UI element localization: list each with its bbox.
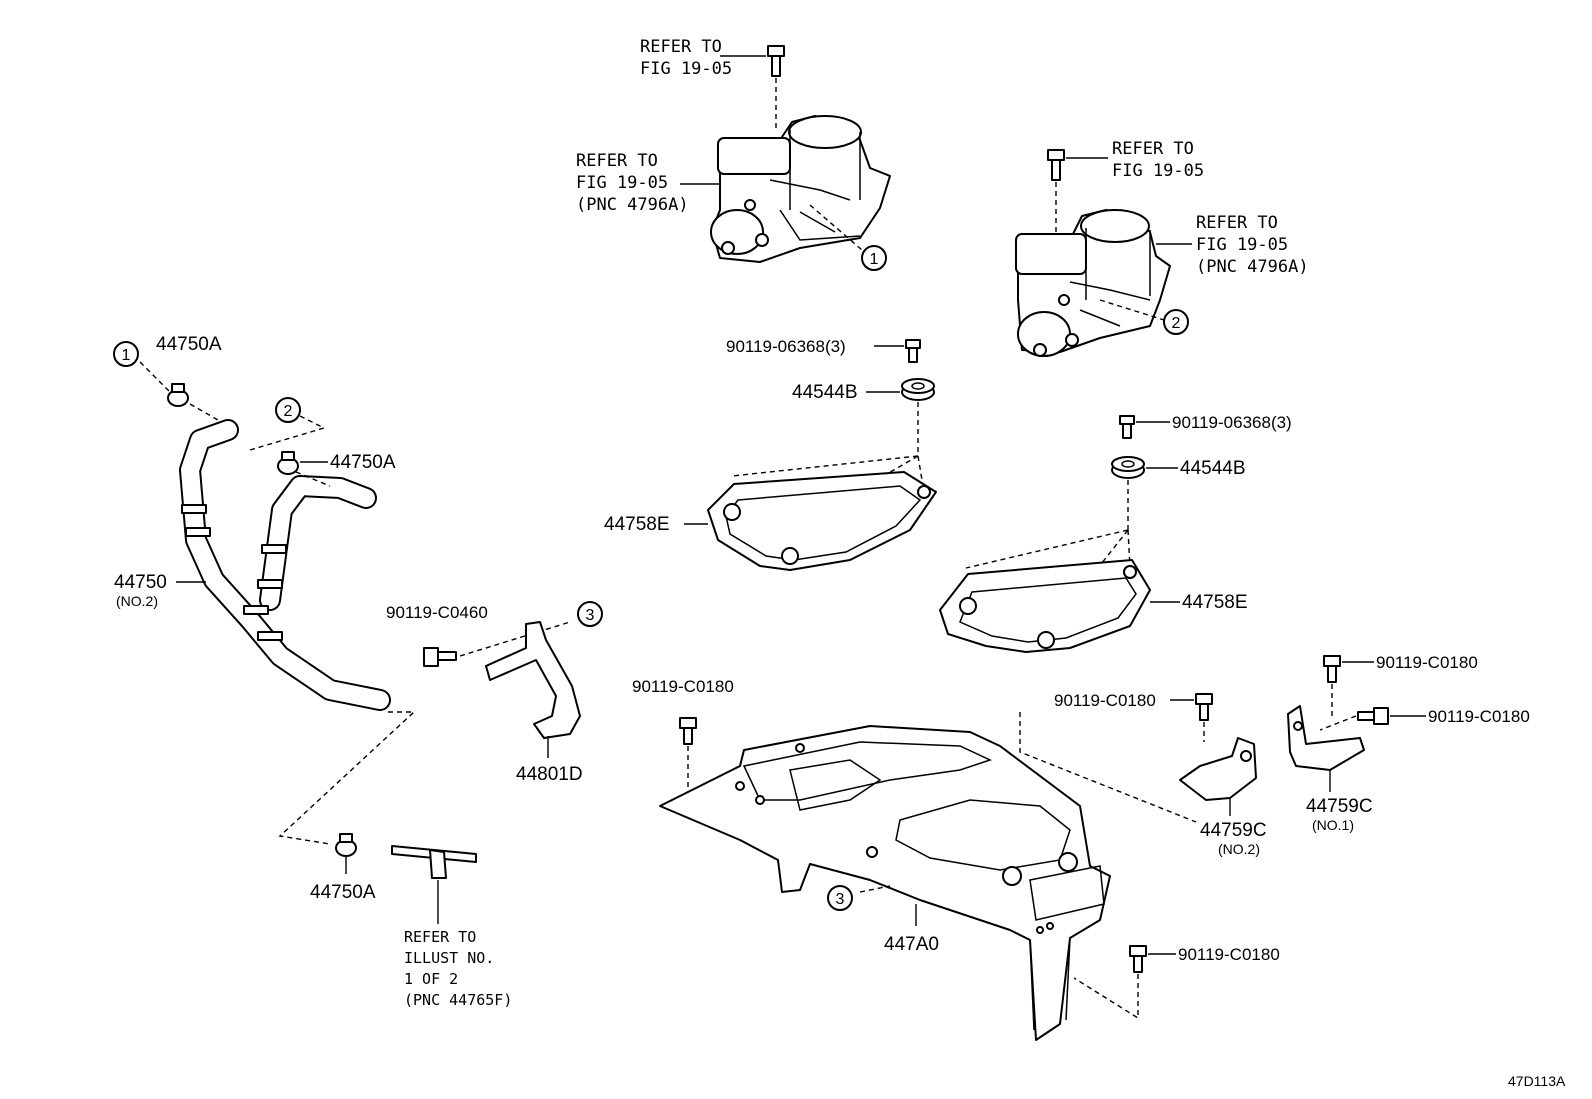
cushion-44544b-left (901, 378, 935, 401)
plate-44758e-left (707, 471, 937, 571)
refer-illust-line1: REFER TO (404, 928, 476, 946)
bolt-top-actuator1 (767, 45, 785, 77)
bolt-right-actuator2 (1047, 149, 1065, 181)
label-bolt-c0180-bottom: 90119-C0180 (1178, 945, 1280, 964)
label-cushion-right: 44544B (1180, 458, 1246, 479)
callout-1-top: 1 (861, 245, 887, 271)
label-bolt-c0180-right-side: 90119-C0180 (1428, 707, 1530, 726)
callout-1-left: 1 (113, 341, 139, 367)
refer-act1-line2: FIG 19-05 (576, 173, 668, 193)
figure-id: 47D113A (1508, 1073, 1566, 1089)
label-bracket-44801d: 44801D (516, 764, 583, 785)
svg-text:3: 3 (586, 607, 595, 624)
callout-3-main: 3 (827, 885, 853, 911)
refer-act1-line3: (PNC 4796A) (576, 195, 689, 215)
svg-text:FIG 19-05: FIG 19-05 (576, 173, 668, 193)
label-plate-left: 44758E (604, 514, 670, 535)
label-bracket-no1-note: (NO.1) (1312, 817, 1354, 833)
label-cushion-left: 44544B (792, 382, 858, 403)
label-bolt-c0460: 90119-C0460 (386, 603, 488, 622)
svg-text:(PNC 44765F): (PNC 44765F) (404, 991, 512, 1009)
bracket-44801d (485, 621, 581, 739)
bracket-44759c-no2 (1179, 737, 1257, 801)
bolt-c0180-right-top (1323, 655, 1341, 683)
svg-text:3: 3 (836, 891, 845, 908)
svg-text:ILLUST NO.: ILLUST NO. (404, 949, 494, 967)
bracket-44759c-no1 (1287, 705, 1365, 771)
svg-text:1: 1 (122, 347, 131, 364)
refer-top-line1: REFER TO (640, 37, 722, 57)
refer-illust-line2: ILLUST NO. (404, 949, 494, 967)
clamp-44750a-mid (277, 451, 299, 475)
label-clamp-top: 44750A (156, 334, 222, 355)
label-hose-note: (NO.2) (116, 593, 158, 609)
bolt-06368-left (905, 339, 921, 363)
svg-text:REFER TO: REFER TO (640, 37, 722, 57)
bolt-c0180-left (679, 717, 697, 745)
svg-text:REFER TO: REFER TO (404, 928, 476, 946)
bolt-c0180-right-side (1357, 707, 1389, 725)
brake-actuator-top (710, 115, 891, 263)
callout-2-right: 2 (1163, 309, 1189, 335)
refer-act2-line2: FIG 19-05 (1196, 235, 1288, 255)
label-bolt-c0180-right-top: 90119-C0180 (1376, 653, 1478, 672)
bolt-c0180-bottom (1129, 945, 1147, 973)
brake-actuator-right (1015, 209, 1171, 357)
svg-text:REFER TO: REFER TO (1196, 213, 1278, 233)
svg-text:(PNC 4796A): (PNC 4796A) (576, 195, 689, 215)
refer-bolt2-line2: FIG 19-05 (1112, 161, 1204, 181)
svg-text:REFER TO: REFER TO (576, 151, 658, 171)
pipe-refer-illust (391, 845, 477, 879)
callout-2-left: 2 (275, 397, 301, 423)
svg-text:1: 1 (870, 251, 879, 268)
hose-44750 (179, 419, 391, 711)
bolt-c0180-mid (1195, 693, 1213, 721)
plate-44758e-right (939, 559, 1151, 653)
svg-text:FIG 19-05: FIG 19-05 (640, 59, 732, 79)
refer-illust-line4: (PNC 44765F) (404, 991, 512, 1009)
svg-text:(PNC 4796A): (PNC 4796A) (1196, 257, 1309, 277)
bolt-06368-right (1119, 415, 1135, 439)
svg-text:REFER TO: REFER TO (1112, 139, 1194, 159)
label-hose: 44750 (114, 572, 167, 593)
callout-3-bracket: 3 (577, 601, 603, 627)
svg-text:FIG 19-05: FIG 19-05 (1196, 235, 1288, 255)
main-bracket-447a0 (659, 725, 1111, 1041)
cushion-44544b-right (1111, 456, 1145, 479)
label-bolt-06368-right: 90119-06368(3) (1172, 413, 1292, 432)
label-clamp-mid: 44750A (330, 452, 396, 473)
svg-text:2: 2 (284, 403, 293, 420)
label-bracket-no2-note: (NO.2) (1218, 841, 1260, 857)
clamp-44750a-top (167, 383, 189, 407)
label-bolt-c0180-mid: 90119-C0180 (1054, 691, 1156, 710)
label-bracket-no2: 44759C (1200, 820, 1267, 841)
svg-text:FIG 19-05: FIG 19-05 (1112, 161, 1204, 181)
label-clamp-bottom: 44750A (310, 882, 376, 903)
label-bolt-c0180-left: 90119-C0180 (632, 677, 734, 696)
svg-text:2: 2 (1172, 315, 1181, 332)
label-bolt-06368-left: 90119-06368(3) (726, 337, 846, 356)
label-plate-right: 44758E (1182, 592, 1248, 613)
label-main-bracket: 447A0 (884, 934, 939, 955)
refer-illust-line3: 1 OF 2 (404, 970, 458, 988)
refer-act1-line1: REFER TO (576, 151, 658, 171)
refer-bolt2-line1: REFER TO (1112, 139, 1194, 159)
label-bracket-no1: 44759C (1306, 796, 1373, 817)
refer-top-line2: FIG 19-05 (640, 59, 732, 79)
svg-text:1 OF 2: 1 OF 2 (404, 970, 458, 988)
bolt-c0460 (423, 647, 457, 667)
clamp-44750a-bottom (335, 833, 357, 857)
refer-act2-line1: REFER TO (1196, 213, 1278, 233)
refer-act2-line3: (PNC 4796A) (1196, 257, 1309, 277)
